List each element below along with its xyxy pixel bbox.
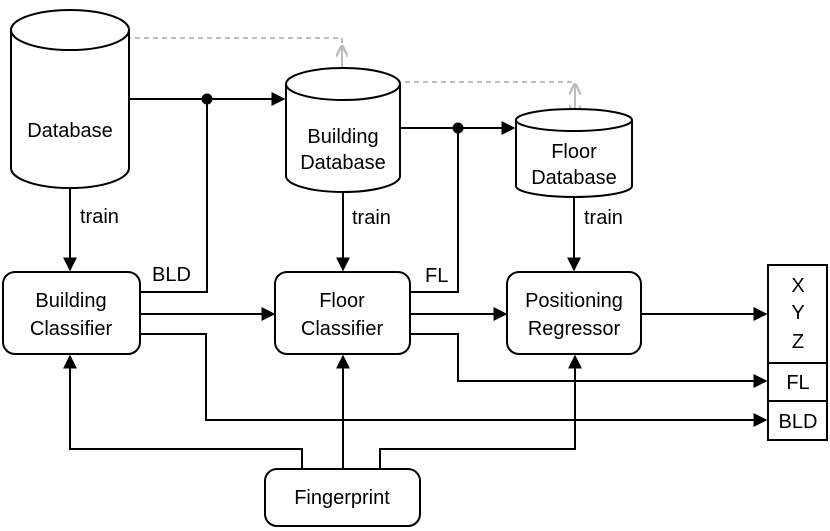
output-bld: BLD (779, 411, 818, 433)
building-database-cylinder: Building Database (285, 67, 401, 193)
fingerprint-edges (63, 354, 582, 468)
bld-edge-label: BLD (152, 264, 191, 286)
fingerprint-label: Fingerprint (294, 487, 390, 509)
database-cylinder: Database (10, 9, 130, 189)
floor-classifier-line2: Classifier (301, 318, 384, 340)
database-label: Database (27, 120, 113, 142)
fingerprint-box: Fingerprint (264, 468, 421, 527)
building-database-label-line1: Building (307, 126, 378, 148)
fl-feedback-edge: FL (410, 128, 459, 293)
output-y: Y (791, 302, 804, 324)
positioning-regressor-line2: Regressor (528, 318, 621, 340)
output-column: X Y Z FL BLD (767, 264, 828, 441)
floor-database-cylinder: Floor Database (515, 108, 633, 198)
positioning-regressor-box: Positioning Regressor (506, 271, 642, 355)
train-label-2: train (352, 207, 391, 229)
floor-database-label-line2: Database (531, 167, 617, 189)
building-database-label-line2: Database (300, 152, 386, 174)
train-label-3: train (584, 207, 623, 229)
building-classifier-line2: Classifier (30, 318, 113, 340)
floor-classifier-box: Floor Classifier (274, 271, 411, 355)
building-classifier-line1: Building (35, 290, 106, 312)
train-edges: train train train (63, 188, 623, 272)
positioning-regressor-line1: Positioning (525, 290, 623, 312)
output-routes (140, 333, 768, 427)
floor-classifier-line1: Floor (319, 290, 365, 312)
output-z: Z (792, 331, 804, 353)
floor-database-label-line1: Floor (551, 141, 597, 163)
building-classifier-box: Building Classifier (2, 271, 141, 355)
output-fl: FL (786, 372, 809, 394)
bld-feedback-edge: BLD (140, 99, 208, 293)
train-label-1: train (80, 206, 119, 228)
output-x: X (791, 275, 804, 297)
fl-edge-label: FL (425, 265, 448, 287)
